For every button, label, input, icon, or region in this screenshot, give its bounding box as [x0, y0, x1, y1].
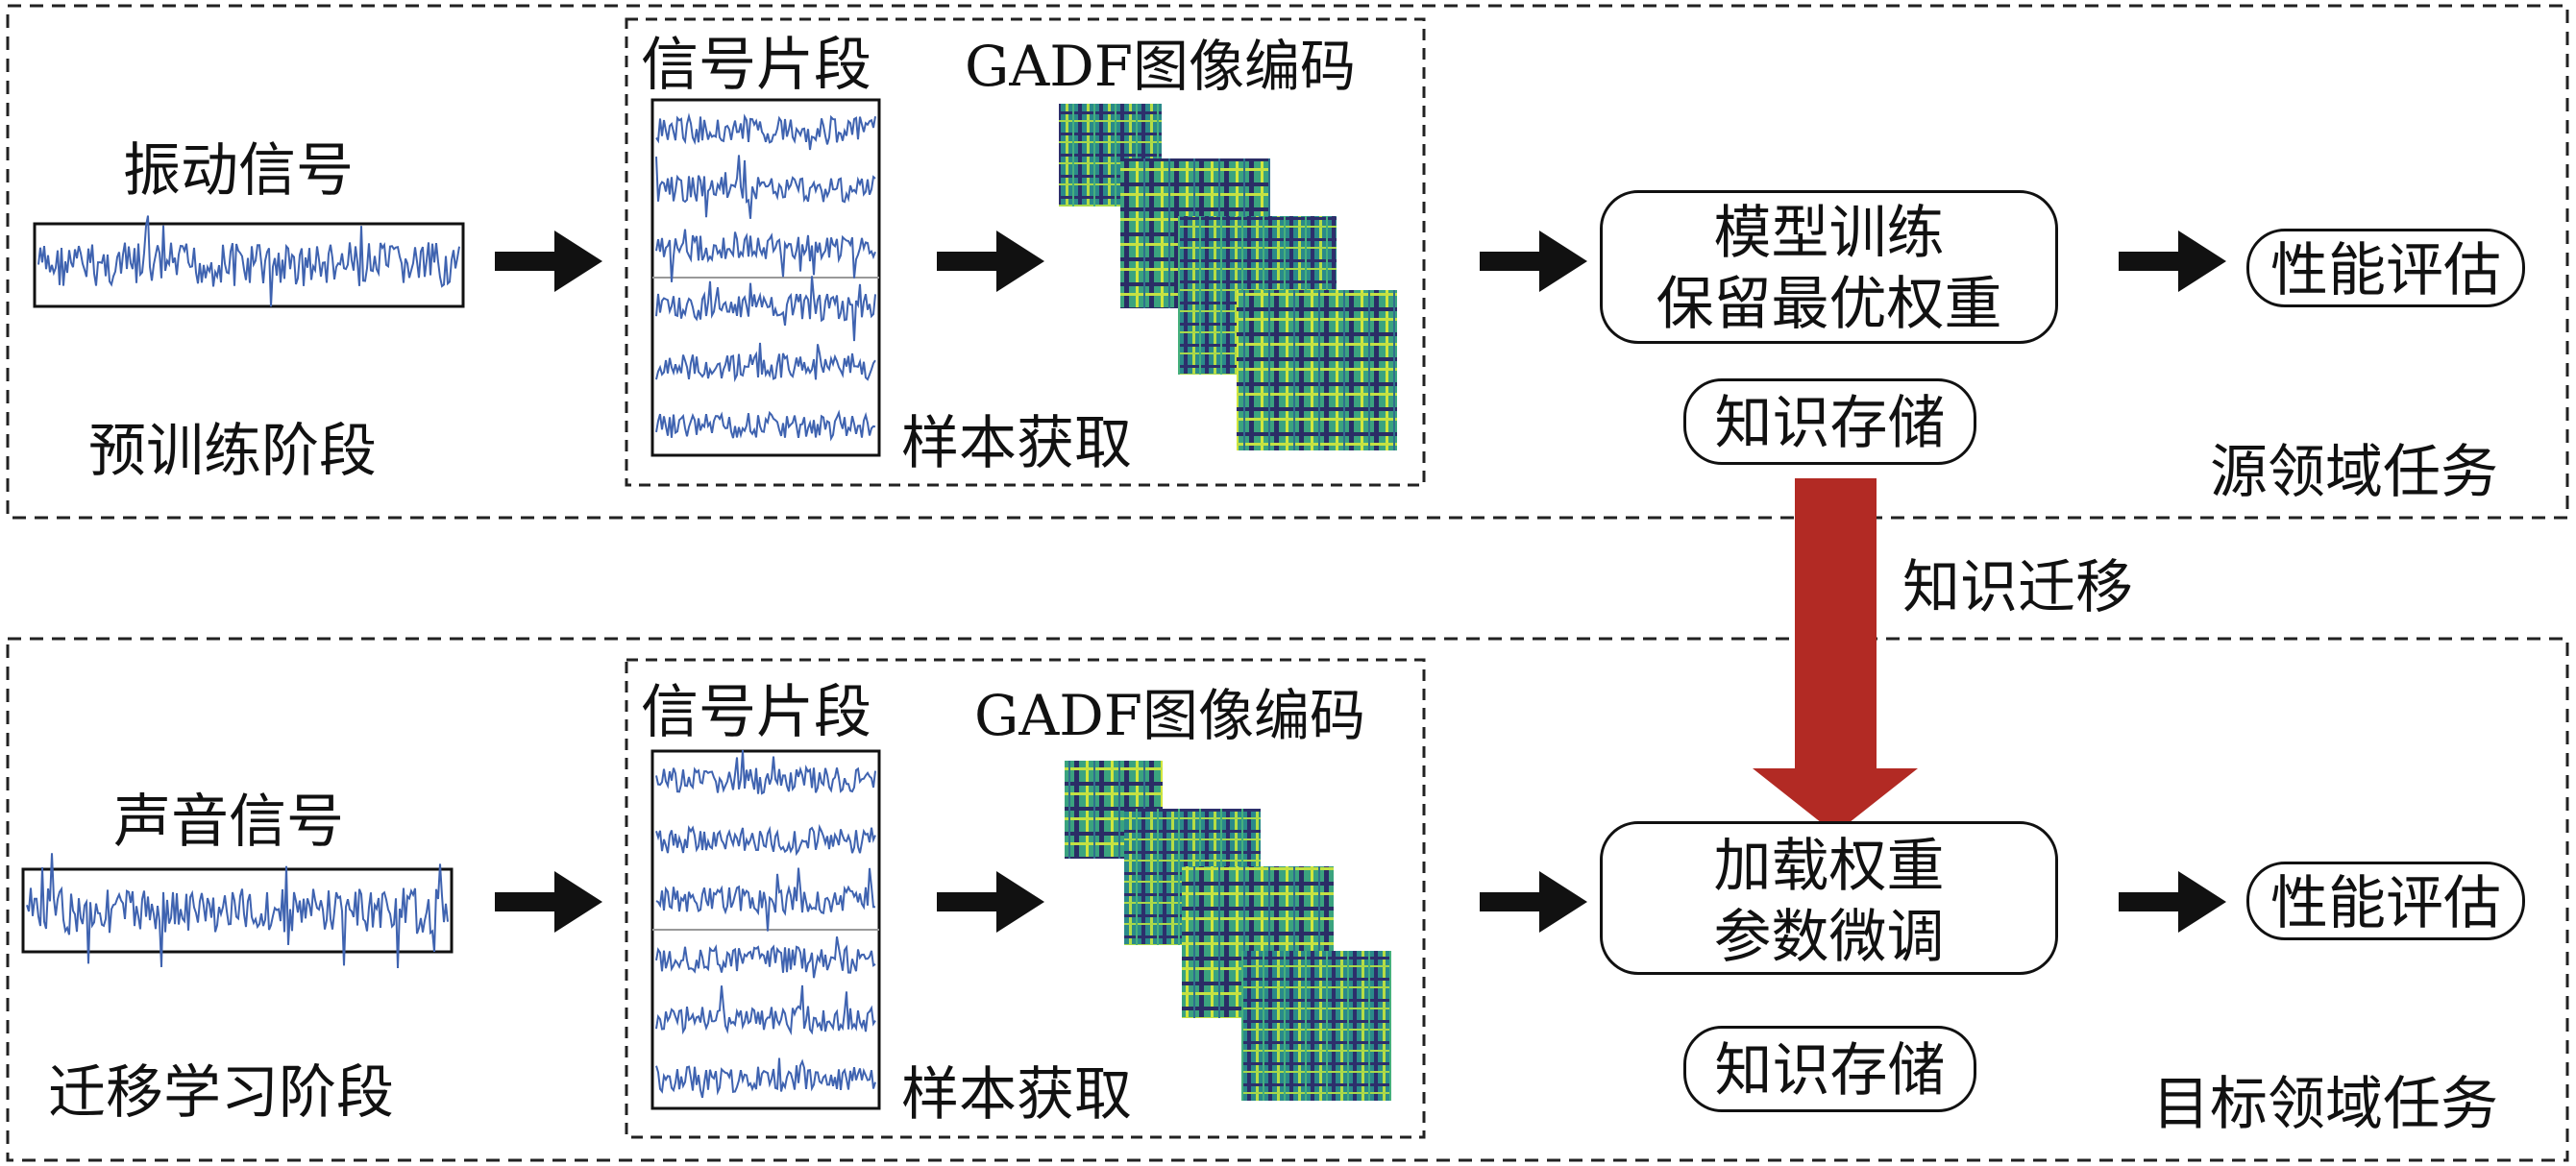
waveform-trace [655, 749, 876, 795]
source-knowledge-store-box: 知识存储 [1683, 378, 1976, 465]
load-weights-line2: 参数微调 [1713, 904, 1945, 971]
source-domain-box [6, 4, 2569, 520]
target-domain-task-label: 目标领域任务 [2152, 1071, 2498, 1138]
flow-arrows [495, 231, 2226, 933]
waveform-trace [655, 984, 876, 1036]
target-signal-segments [650, 749, 881, 1110]
knowledge-transfer-arrow [1753, 478, 1918, 834]
knowledge-transfer-label: 知识迁移 [1902, 554, 2133, 621]
target-gadf-label: GADF图像编码 [974, 683, 1365, 748]
waveform-trace [655, 342, 876, 383]
flow-arrow [495, 231, 602, 292]
source-gadf-label: GADF图像编码 [965, 34, 1356, 99]
sound-signal-label: 声音信号 [113, 789, 344, 856]
model-training-line1: 模型训练 [1713, 200, 1945, 267]
waveform-trace [655, 936, 876, 979]
target-sample-label: 样本获取 [901, 1061, 1132, 1129]
waveform-trace [655, 276, 876, 342]
target-knowledge-store-label: 知识存储 [1714, 1037, 1946, 1105]
flow-arrow [2119, 871, 2226, 933]
load-weights-box: 加载权重 参数微调 [1600, 821, 2058, 975]
vibration-signal-label: 振动信号 [123, 137, 354, 205]
waveform-trace [655, 823, 876, 857]
target-gadf-images [1065, 761, 1391, 1101]
target-segments-label: 信号片段 [641, 679, 871, 746]
sound-signal-plot [21, 853, 454, 969]
gadf-image [1237, 290, 1397, 450]
source-segments-label: 信号片段 [641, 32, 871, 99]
waveform-trace [655, 1057, 876, 1099]
target-eval-box: 性能评估 [2246, 862, 2525, 940]
model-training-box: 模型训练 保留最优权重 [1600, 190, 2058, 344]
target-sample-box [625, 658, 1426, 1139]
flow-arrow [1480, 231, 1587, 292]
waveform-trace [655, 409, 876, 442]
transfer-stage-label: 迁移学习阶段 [48, 1059, 394, 1127]
target-domain-box [6, 637, 2569, 1162]
waveform-trace [655, 867, 875, 932]
waveform-trace [655, 155, 876, 219]
source-domain-task-label: 源领域任务 [2210, 439, 2498, 506]
target-knowledge-store-box: 知识存储 [1683, 1026, 1976, 1112]
flow-arrow [937, 871, 1044, 933]
source-gadf-images [1059, 104, 1397, 450]
source-sample-label: 样本获取 [901, 410, 1132, 477]
waveform-trace [37, 215, 460, 307]
source-signal-segments [650, 98, 881, 457]
vibration-signal-plot [33, 215, 465, 308]
source-eval-label: 性能评估 [2270, 237, 2501, 304]
model-training-line2: 保留最优权重 [1656, 271, 2002, 338]
flow-arrow [937, 231, 1044, 292]
waveform-trace [655, 112, 876, 151]
source-knowledge-store-label: 知识存储 [1714, 390, 1946, 457]
flow-arrow [1480, 871, 1587, 933]
source-sample-box [625, 17, 1426, 487]
waveform-trace [655, 229, 876, 282]
flow-arrow [2119, 231, 2226, 292]
pretraining-stage-label: 预训练阶段 [88, 418, 377, 485]
target-eval-label: 性能评估 [2270, 870, 2501, 937]
gadf-image [1241, 951, 1391, 1101]
waveform-trace [26, 853, 449, 969]
flow-arrow [495, 871, 602, 933]
source-eval-box: 性能评估 [2246, 229, 2525, 307]
load-weights-line1: 加载权重 [1713, 833, 1945, 900]
